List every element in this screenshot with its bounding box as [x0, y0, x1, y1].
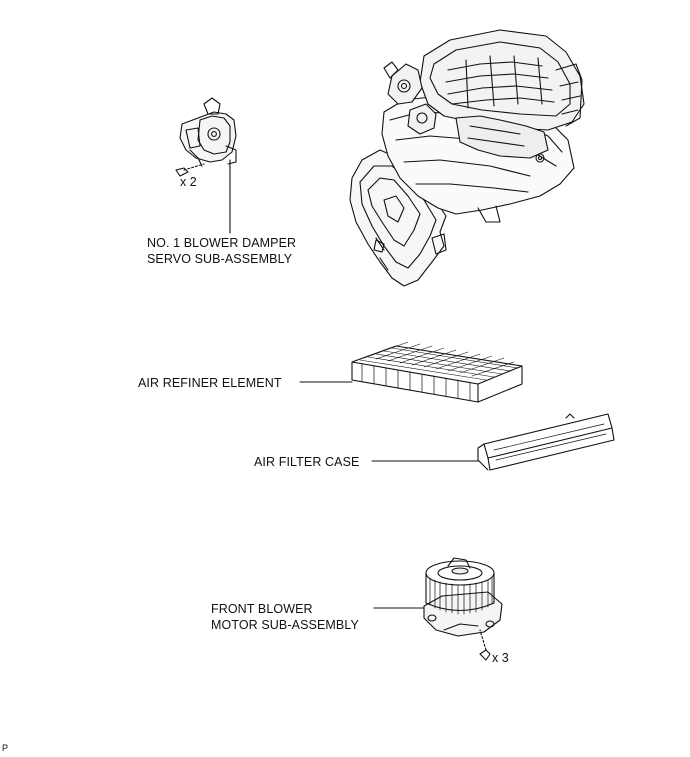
motor-screw-count: x 3 [492, 651, 509, 665]
air-filter-case-label: AIR FILTER CASE [254, 455, 360, 469]
servo-screw-count: x 2 [180, 175, 197, 189]
air-refiner-element-label: AIR REFINER ELEMENT [138, 376, 282, 390]
front-blower-motor-illustration [373, 557, 503, 661]
damper-servo-label-line-2: SERVO SUB-ASSEMBLY [147, 252, 293, 266]
blower-motor-label-line-1: FRONT BLOWER [211, 602, 313, 616]
blower-motor-label-line-2: MOTOR SUB-ASSEMBLY [211, 618, 359, 632]
air-refiner-element-illustration [299, 341, 523, 403]
damper-servo-label-line-1: NO. 1 BLOWER DAMPER [147, 236, 297, 250]
damper-servo-illustration [175, 97, 237, 234]
damper-servo-label: NO. 1 BLOWER DAMPER SERVO SUB-ASSEMBLY [147, 235, 296, 267]
blower-unit-housing-illustration [349, 29, 585, 287]
corner-mark: P [2, 743, 9, 753]
air-filter-case-illustration [371, 413, 615, 471]
blower-motor-label: FRONT BLOWER MOTOR SUB-ASSEMBLY [211, 601, 359, 633]
